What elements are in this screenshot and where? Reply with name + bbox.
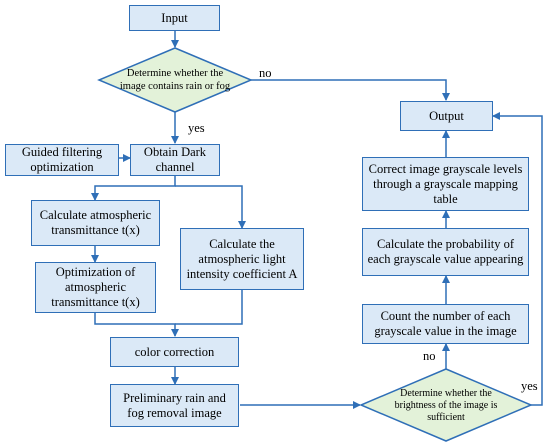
- input-box: Input: [129, 5, 220, 31]
- arrow-atmospheric-to-color: [175, 290, 243, 325]
- guided-filtering-box: Guided filtering optimization: [5, 144, 119, 176]
- edge-label-brightness-no: no: [423, 349, 436, 363]
- opt-transmittance-box: Optimization of atmospheric transmittanc…: [35, 262, 156, 313]
- preliminary-removal-box: Preliminary rain and fog removal image: [110, 384, 239, 427]
- edge-label-rain-fog-yes: yes: [188, 121, 205, 135]
- edge-label-rain-fog-no: no: [259, 66, 272, 80]
- correct-grayscale-box: Correct image grayscale levels through a…: [362, 157, 529, 211]
- dark-channel-box: Obtain Dark channel: [130, 144, 220, 176]
- edge-label-brightness-yes: yes: [521, 379, 538, 393]
- calc-probability-box: Calculate the probability of each graysc…: [362, 228, 529, 276]
- arrow-decision-to-output: [251, 79, 450, 101]
- output-box: Output: [400, 101, 493, 131]
- arrow-dark-to-transmittance: [91, 173, 176, 201]
- decision-rain-fog-label: Determine whether the image contains rai…: [119, 68, 231, 92]
- arrow-dark-to-atmospheric-light: [175, 185, 246, 229]
- atmospheric-light-box: Calculate the atmospheric light intensit…: [180, 228, 304, 290]
- color-correction-box: color correction: [110, 337, 239, 367]
- count-grayscale-box: Count the number of each grayscale value…: [362, 304, 529, 344]
- arrow-brightness-yes-to-output: [492, 112, 543, 406]
- arrow-optimization-to-color: [94, 312, 179, 337]
- decision-brightness-label: Determine whether the brightness of the …: [394, 388, 498, 423]
- calc-transmittance-box: Calculate atmospheric transmittance t(x): [31, 200, 160, 246]
- decision-brightness-shape: [359, 368, 533, 442]
